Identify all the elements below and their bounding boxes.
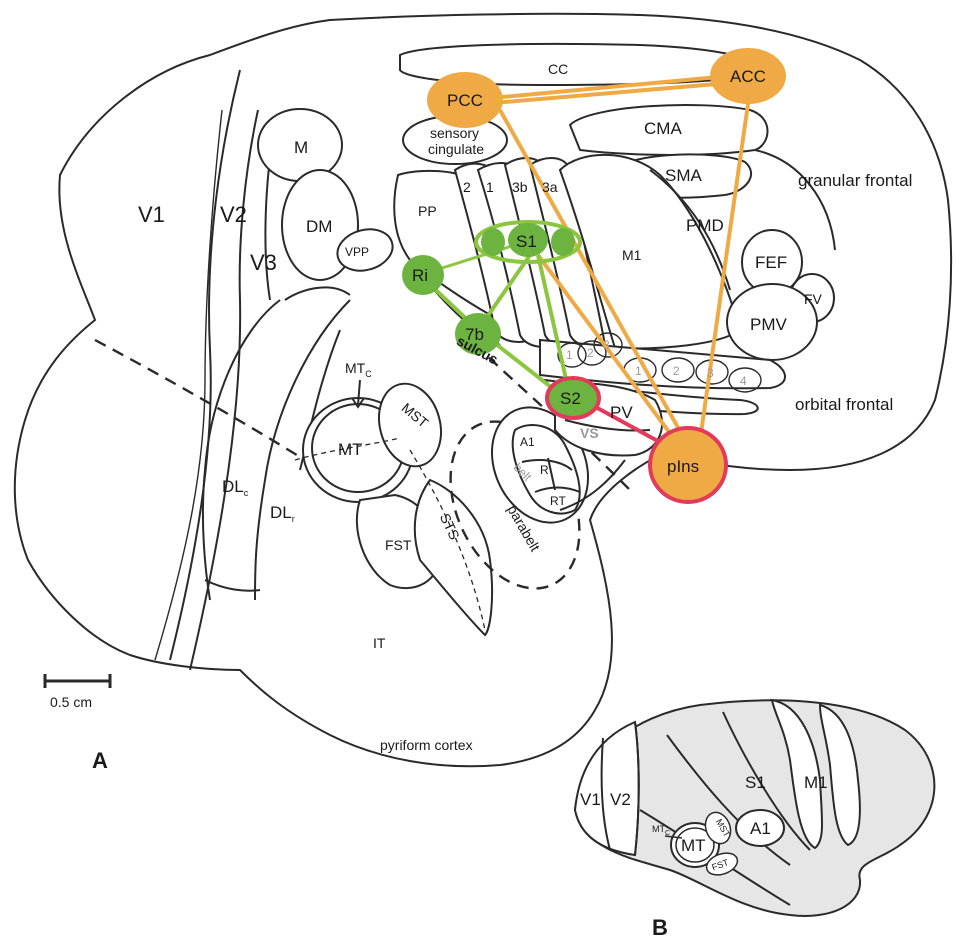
label-area-3a: 3a (542, 179, 558, 195)
label-a1: A1 (520, 435, 535, 449)
scale-bar-label: 0.5 cm (50, 694, 92, 710)
label-fst: FST (385, 537, 412, 553)
label-sensory: sensory (430, 125, 479, 141)
label-v1: V1 (138, 202, 165, 227)
panel-b-label-a1: A1 (750, 819, 771, 838)
node-label-7b: 7b (465, 325, 484, 344)
label-pmv: PMV (750, 315, 788, 334)
label-fig-3a: 3 (603, 338, 610, 352)
label-fig-2b: 2 (673, 364, 680, 378)
label-area-3b: 3b (512, 179, 528, 195)
panel-a-label: A (92, 748, 108, 773)
label-r: R (540, 463, 549, 477)
label-pyriform: pyriform cortex (380, 737, 473, 753)
label-fig-2a: 2 (587, 346, 594, 360)
label-fig-1a: 1 (566, 348, 573, 362)
node-label-pins: pIns (667, 457, 699, 476)
label-area-1: 1 (486, 179, 494, 195)
node-label-s1: S1 (516, 232, 537, 251)
panel-b-label-s1: S1 (745, 773, 766, 792)
scale-bar (45, 674, 110, 688)
label-cma: CMA (644, 119, 682, 138)
node-label-s2: S2 (560, 389, 581, 408)
node-s1-right (551, 228, 575, 256)
label-m: M (294, 138, 308, 157)
label-vs: VS (580, 425, 599, 441)
label-orbital-frontal: orbital frontal (795, 395, 893, 414)
label-rt: RT (550, 494, 566, 508)
label-fig-1b: 1 (635, 364, 642, 378)
label-granular-frontal: granular frontal (798, 171, 912, 190)
label-dm: DM (306, 217, 332, 236)
label-m1: M1 (622, 247, 642, 263)
panel-b-label-m1: M1 (804, 773, 828, 792)
panel-b-label: B (652, 915, 668, 940)
node-label-ri: Ri (412, 266, 428, 285)
label-mt: MT (338, 440, 363, 459)
panel-b-label-mt: MT (681, 836, 706, 855)
label-sma: SMA (665, 166, 703, 185)
label-cc: CC (548, 61, 568, 77)
label-dlr: DLr (270, 503, 295, 524)
label-fig-4b: 4 (740, 374, 747, 388)
label-it: IT (373, 635, 386, 651)
label-v2: V2 (220, 202, 247, 227)
label-fig-3b: 3 (707, 366, 714, 380)
node-label-pcc: PCC (447, 91, 483, 110)
label-pp: PP (418, 203, 437, 219)
label-pmd: PMD (686, 216, 724, 235)
node-s1-left (481, 228, 505, 256)
panel-b-label-v2: V2 (610, 790, 631, 809)
label-pv: PV (610, 403, 633, 422)
label-v3: V3 (250, 250, 277, 275)
label-cingulate: cingulate (428, 141, 484, 157)
panel-b-label-v1: V1 (580, 790, 601, 809)
node-label-acc: ACC (730, 67, 766, 86)
label-vpp: VPP (345, 245, 369, 259)
label-fef: FEF (755, 253, 787, 272)
panel-a-map (15, 14, 951, 766)
label-area-2: 2 (463, 179, 471, 195)
label-fv: FV (804, 291, 823, 307)
